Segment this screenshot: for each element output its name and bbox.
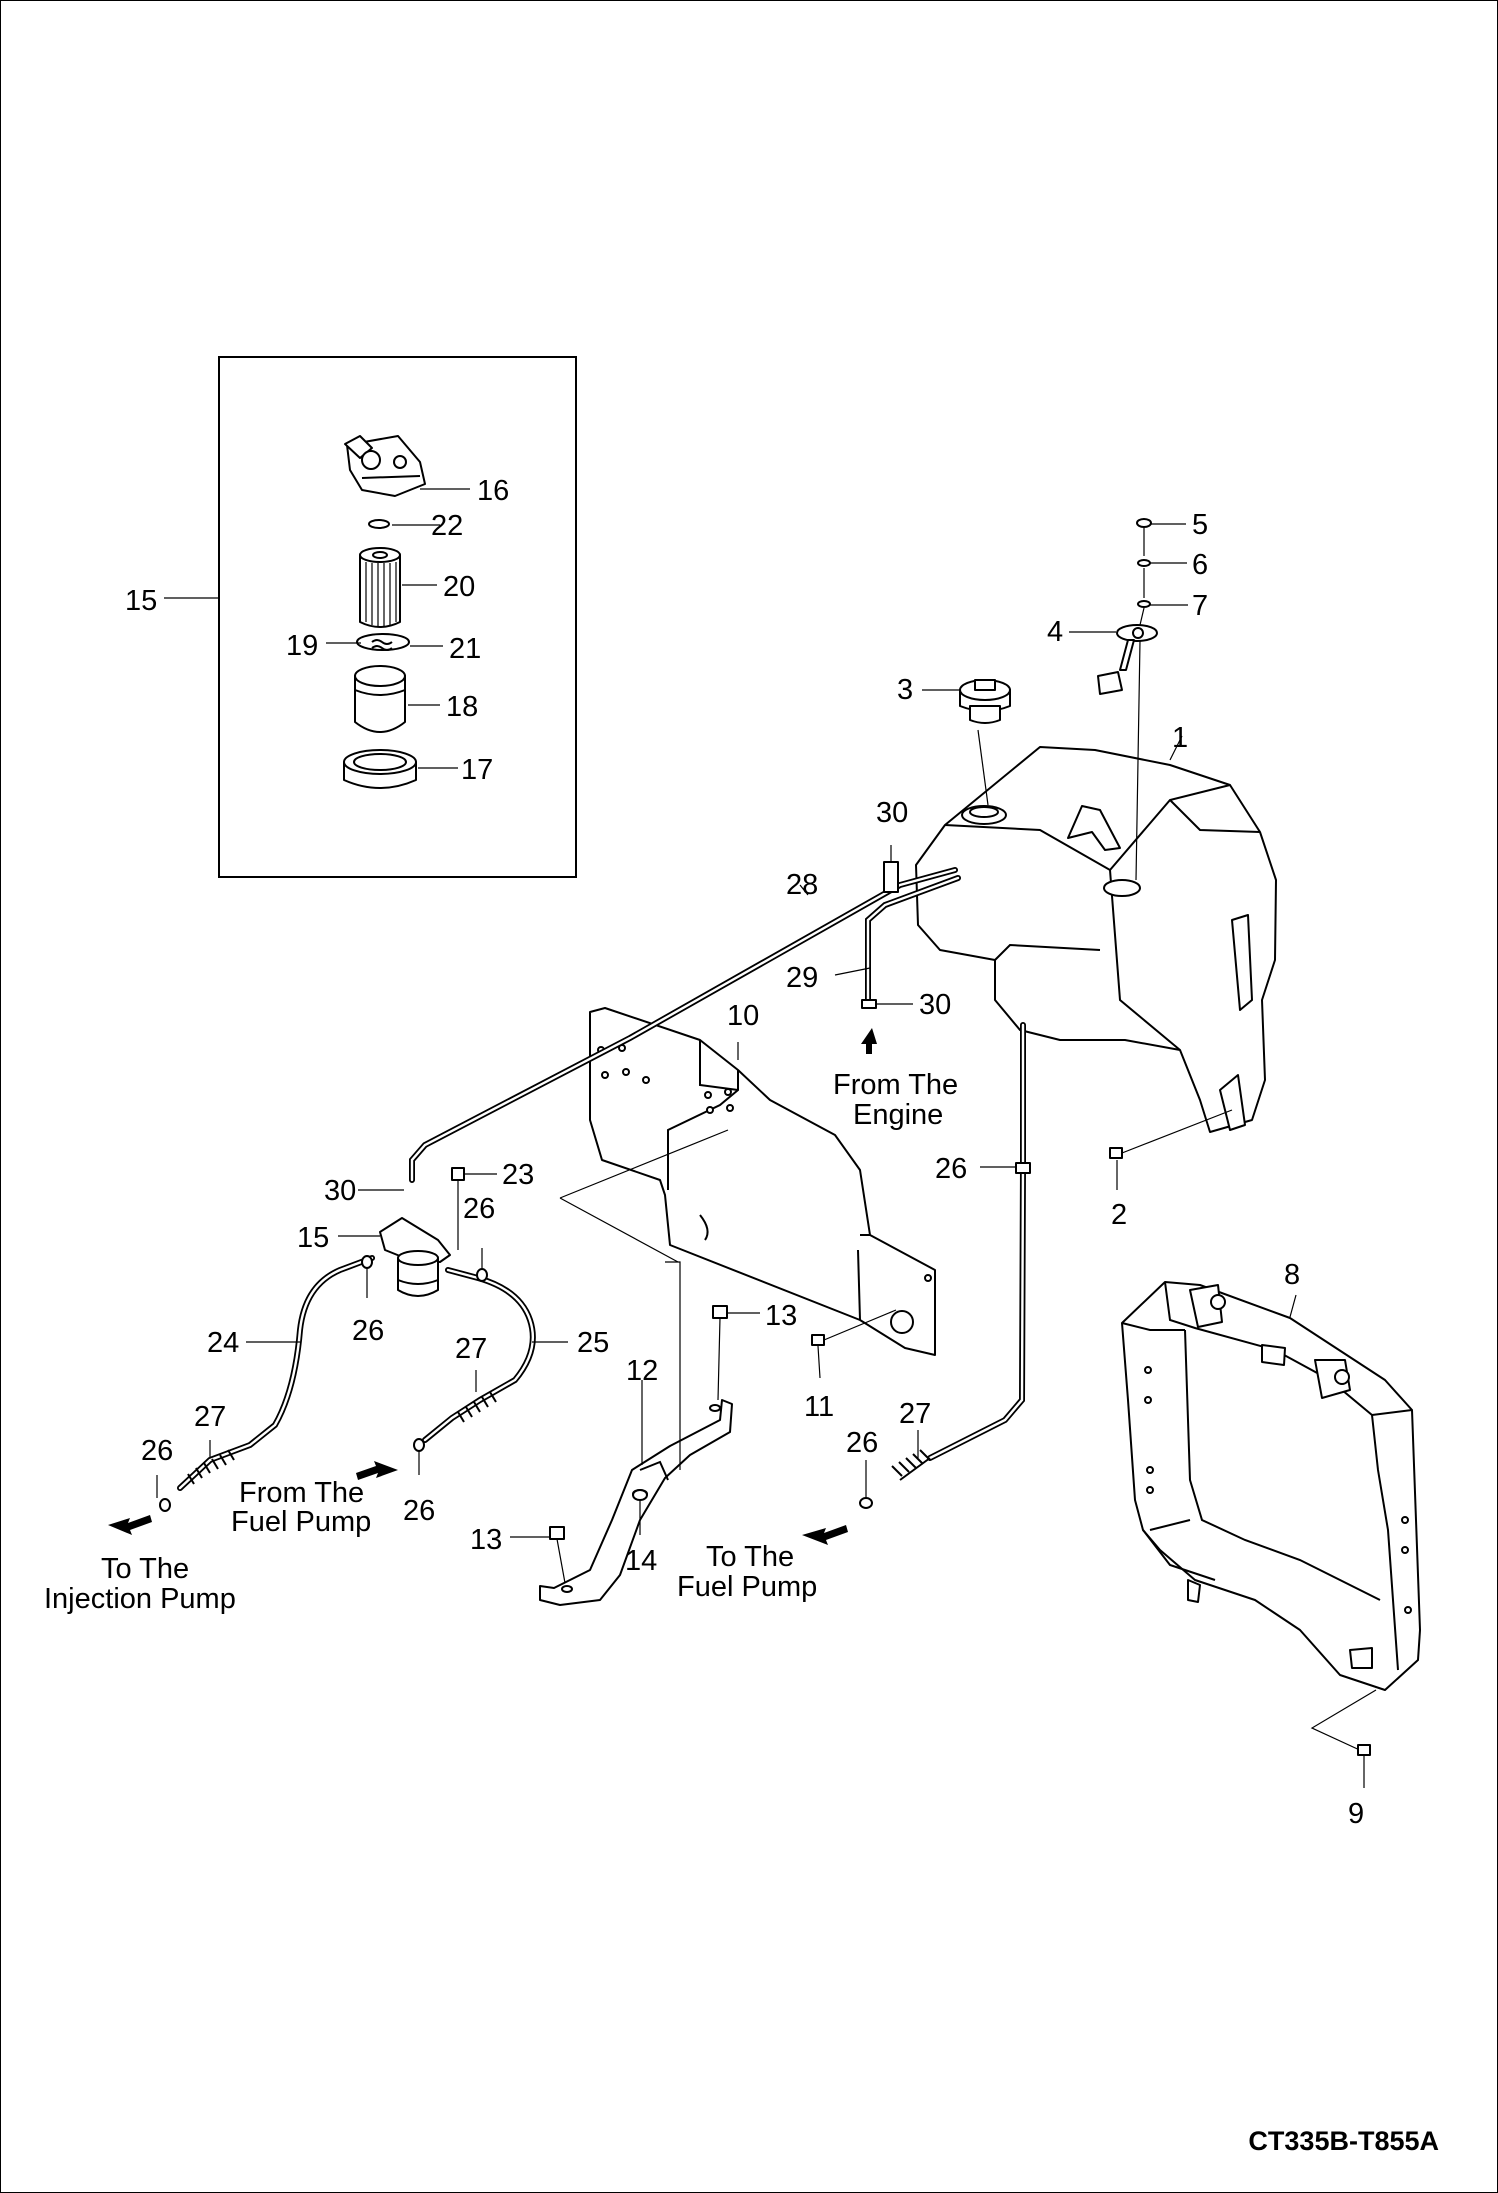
part-filter-element <box>359 547 401 628</box>
note-to-fuel-pump-2: Fuel Pump <box>677 1571 817 1603</box>
callout-7: 7 <box>1192 590 1208 622</box>
callout-26d: 26 <box>141 1435 173 1467</box>
callout-14: 14 <box>625 1545 657 1577</box>
part-bolt <box>1357 1744 1371 1788</box>
callout-26a: 26 <box>935 1153 967 1185</box>
callout-5: 5 <box>1192 509 1208 541</box>
part-spring <box>371 639 393 651</box>
part-fuel-hose <box>159 1255 375 1512</box>
callout-22: 22 <box>431 510 463 542</box>
note-from-fuel-pump-2: Fuel Pump <box>231 1506 371 1538</box>
callout-30c: 30 <box>324 1175 356 1207</box>
callout-26b: 26 <box>463 1193 495 1225</box>
part-fuel-hose <box>413 1267 536 1452</box>
callout-27c: 27 <box>899 1398 931 1430</box>
callout-15: 15 <box>125 585 157 617</box>
callout-4: 4 <box>1047 616 1063 648</box>
note-to-fuel-pump-1: To The <box>706 1541 794 1573</box>
note-from-engine-2: Engine <box>853 1099 943 1131</box>
part-ring-nut <box>343 749 417 789</box>
callout-25: 25 <box>577 1327 609 1359</box>
callout-11: 11 <box>804 1391 834 1423</box>
part-fuel-tank <box>915 746 1277 1133</box>
callout-17: 17 <box>461 754 493 786</box>
part-bolt <box>1109 1109 1233 1190</box>
callout-20: 20 <box>443 571 475 603</box>
callout-8: 8 <box>1284 1259 1300 1291</box>
drawing-code: CT335B-T855A <box>1248 2126 1439 2156</box>
callout-26c: 26 <box>352 1315 384 1347</box>
callout-29: 29 <box>786 962 818 994</box>
callout-19: 19 <box>286 630 318 662</box>
note-from-fuel-pump-1: From The <box>239 1477 364 1509</box>
callout-26f: 26 <box>846 1427 878 1459</box>
callout-16: 16 <box>477 475 509 507</box>
part-nut <box>632 1489 648 1535</box>
callout-28: 28 <box>786 869 818 901</box>
part-tank-bracket <box>589 1007 936 1356</box>
part-fuel-sender <box>1097 518 1158 695</box>
callout-13: 13 <box>765 1300 797 1332</box>
callout-30b: 30 <box>919 989 951 1021</box>
callout-1: 1 <box>1172 722 1188 754</box>
callout-21: 21 <box>449 633 481 665</box>
callout-6: 6 <box>1192 549 1208 581</box>
part-bolt <box>451 1167 497 1250</box>
callout-15b: 15 <box>297 1222 329 1254</box>
part-bowl <box>354 665 406 733</box>
part-fuel-cap <box>959 679 1011 724</box>
part-fuel-filter-assembly <box>379 1217 451 1297</box>
fuel-filter-inset <box>164 356 577 878</box>
part-bolt <box>510 1305 760 1584</box>
part-fuel-line <box>409 861 961 1183</box>
part-radiator-frame <box>1121 1281 1421 1691</box>
note-from-engine-1: From The <box>833 1069 958 1101</box>
flow-arrow-icon <box>108 1028 877 1545</box>
callout-24: 24 <box>207 1327 239 1359</box>
callout-30a: 30 <box>876 797 908 829</box>
callout-27b: 27 <box>194 1401 226 1433</box>
callout-9: 9 <box>1348 1798 1364 1830</box>
part-return-line <box>859 1022 1031 1509</box>
callout-12: 12 <box>626 1355 658 1387</box>
callout-27a: 27 <box>455 1333 487 1365</box>
callout-23: 23 <box>502 1159 534 1191</box>
part-filter-head <box>344 435 426 497</box>
part-o-ring <box>368 519 390 529</box>
part-bolt <box>811 1309 897 1379</box>
callout-3: 3 <box>897 674 913 706</box>
callout-2: 2 <box>1111 1199 1127 1231</box>
note-to-injection-pump-1: To The <box>101 1553 189 1585</box>
callout-18: 18 <box>446 691 478 723</box>
callout-13b: 13 <box>470 1524 502 1556</box>
callout-26e: 26 <box>403 1495 435 1527</box>
callout-10: 10 <box>727 1000 759 1032</box>
note-to-injection-pump-2: Injection Pump <box>44 1583 236 1615</box>
